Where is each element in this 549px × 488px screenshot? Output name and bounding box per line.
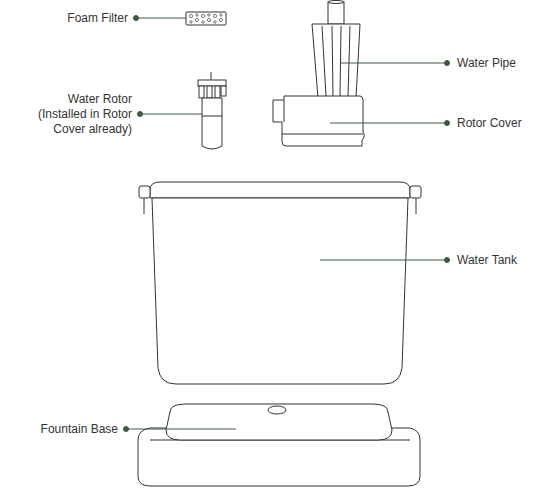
part-label: Fountain Base [41, 422, 118, 437]
part-label: Foam Filter [67, 11, 128, 26]
part-label: Water Pipe [457, 56, 516, 71]
part-label: Water Tank [457, 253, 517, 268]
part-label: Rotor Cover [457, 116, 522, 131]
part-label: Water Rotor (Installed in Rotor Cover al… [20, 92, 132, 137]
leader-lines [124, 16, 450, 432]
